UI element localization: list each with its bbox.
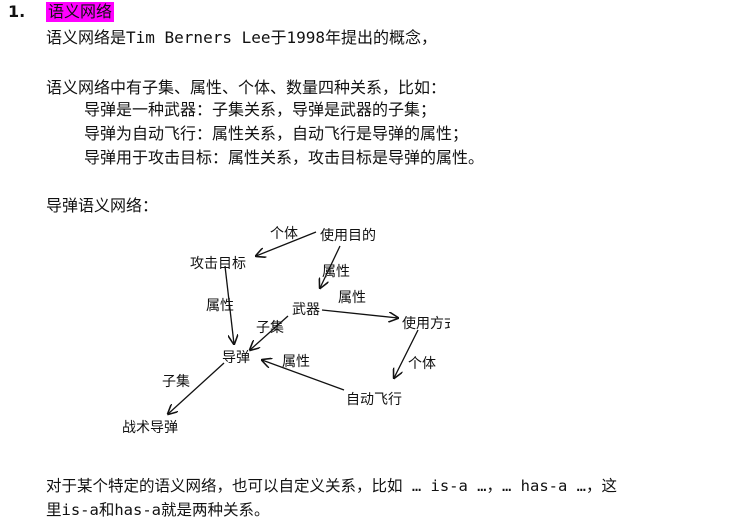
edge-label: 个体 [270, 226, 298, 242]
edge-attack-missile [224, 265, 234, 344]
edge-missile-tactical [168, 362, 225, 414]
edge-label: 属性 [338, 290, 366, 306]
node-attack-target: 攻击目标 [190, 256, 246, 272]
closing-text-line2: 里is-a和has-a就是两种关系。 [46, 501, 270, 519]
edge-label: 属性 [206, 298, 234, 314]
node-autoflight: 自动飞行 [346, 392, 402, 408]
section-title: 语义网络 [46, 2, 115, 22]
example-line: 导弹为自动飞行：属性关系，自动飞行是导弹的属性； [84, 124, 469, 143]
list-number: 1. [8, 2, 26, 21]
edge-label: 属性 [282, 354, 310, 370]
example-line: 导弹用于攻击目标：属性关系，攻击目标是导弹的属性。 [84, 148, 485, 167]
edge-purpose-weapon [320, 245, 341, 288]
node-purpose: 使用目的 [320, 227, 376, 244]
edge-label: 个体 [408, 356, 436, 372]
edge-autoflight-missile [262, 360, 345, 391]
diagram-caption: 导弹语义网络： [46, 196, 159, 215]
semantic-network-diagram: 攻击目标 使用目的 武器 使用方式 导弹 自动飞行 战术导弹 个体 属性 属性 … [122, 226, 450, 436]
edge-label: 子集 [162, 373, 190, 390]
edge-purpose-attack [256, 231, 317, 256]
edge-label: 子集 [256, 319, 284, 336]
node-tactical-missile: 战术导弹 [122, 420, 178, 436]
closing-text-line1: 对于某个特定的语义网络，也可以自定义关系，比如 … is-a …，… has-a… [46, 477, 617, 495]
edge-label: 属性 [322, 264, 350, 280]
node-usage: 使用方式 [402, 315, 450, 332]
edge-weapon-usage [321, 309, 398, 318]
example-line: 导弹是一种武器：子集关系，导弹是武器的子集； [84, 100, 437, 119]
intro-text: 语义网络是Tim Berners Lee于1998年提出的概念， [46, 28, 438, 47]
edge-weapon-missile [250, 315, 289, 350]
node-missile: 导弹 [222, 350, 250, 366]
node-weapon: 武器 [292, 302, 320, 318]
relations-intro-text: 语义网络中有子集、属性、个体、数量四种关系，比如： [46, 78, 447, 97]
edge-usage-autoflight [394, 329, 419, 378]
